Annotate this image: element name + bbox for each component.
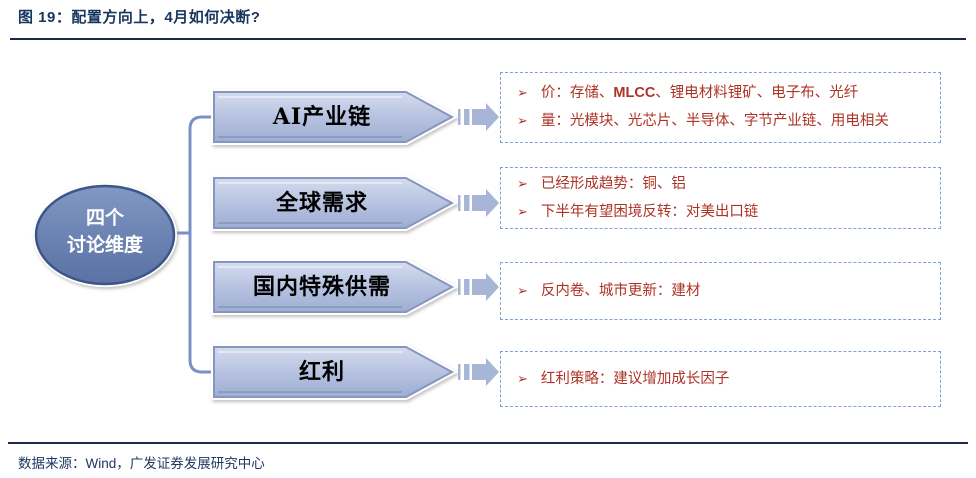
detail-box-dividend: ➢ 红利策略：建议增加成长因子 <box>500 351 941 407</box>
arrowhead-bullet-icon: ➢ <box>517 204 528 220</box>
bullet-text: 红利策略：建议增加成长因子 <box>540 370 730 387</box>
arrowhead-bullet-icon: ➢ <box>517 283 528 299</box>
striped-arrow-icon <box>458 103 499 386</box>
bullet-text: 反内卷、城市更新：建材 <box>540 282 701 299</box>
bullet-text: 下半年有望困境反转：对美出口链 <box>540 203 759 220</box>
hub-label-line2: 讨论维度 <box>66 234 143 256</box>
pentagon-dividend <box>211 344 459 400</box>
pentagon-label-domestic-supply: 国内特殊供需 <box>252 274 391 300</box>
hub-label-line1: 四个 <box>85 207 124 229</box>
bullet-text: 价：存储、MLCC、锂电材料锂矿、电子布、光纤 <box>540 85 859 101</box>
hub-ellipse <box>33 183 177 287</box>
pentagon-label-dividend: 红利 <box>298 359 345 385</box>
bullet-line: ➢ 量：光模块、光芯片、半导体、字节产业链、用电相关 <box>517 110 940 133</box>
pentagon-label-global-demand: 全球需求 <box>275 190 368 216</box>
pentagon-global-demand <box>211 175 459 231</box>
pentagon-ai <box>211 89 459 145</box>
bullet-text: 已经形成趋势：铜、铝 <box>540 175 686 192</box>
bullet-text: 量：光模块、光芯片、半导体、字节产业链、用电相关 <box>540 113 889 129</box>
figure-title: 图 19：配置方向上，4月如何决断? <box>18 9 261 26</box>
arrowhead-bullet-icon: ➢ <box>517 86 528 101</box>
detail-box-global-demand: ➢ 已经形成趋势：铜、铝 ➢ 下半年有望困境反转：对美出口链 <box>500 167 941 229</box>
detail-box-ai: ➢ 价：存储、MLCC、锂电材料锂矿、电子布、光纤 ➢ 量：光模块、光芯片、半导体、字… <box>500 72 941 143</box>
pentagon-label-ai: AI产业链 <box>272 104 372 130</box>
bullet-line: ➢ 反内卷、城市更新：建材 <box>517 280 940 303</box>
bullet-line: ➢ 已经形成趋势：铜、铝 <box>517 173 940 196</box>
arrowhead-bullet-icon: ➢ <box>517 176 528 192</box>
bullet-line: ➢ 红利策略：建议增加成长因子 <box>517 368 940 391</box>
arrowhead-bullet-icon: ➢ <box>517 114 528 129</box>
title-divider <box>10 38 966 40</box>
data-source-note: 数据来源：Wind，广发证券发展研究中心 <box>18 456 265 471</box>
arrowhead-bullet-icon: ➢ <box>517 371 528 387</box>
bullet-line: ➢ 价：存储、MLCC、锂电材料锂矿、电子布、光纤 <box>517 82 940 105</box>
pentagon-domestic-supply <box>211 259 459 315</box>
hub-label: 四个 讨论维度 <box>30 205 180 259</box>
detail-box-domestic-supply: ➢ 反内卷、城市更新：建材 <box>500 262 941 320</box>
footer-divider <box>8 442 968 444</box>
bullet-line: ➢ 下半年有望困境反转：对美出口链 <box>517 201 940 224</box>
